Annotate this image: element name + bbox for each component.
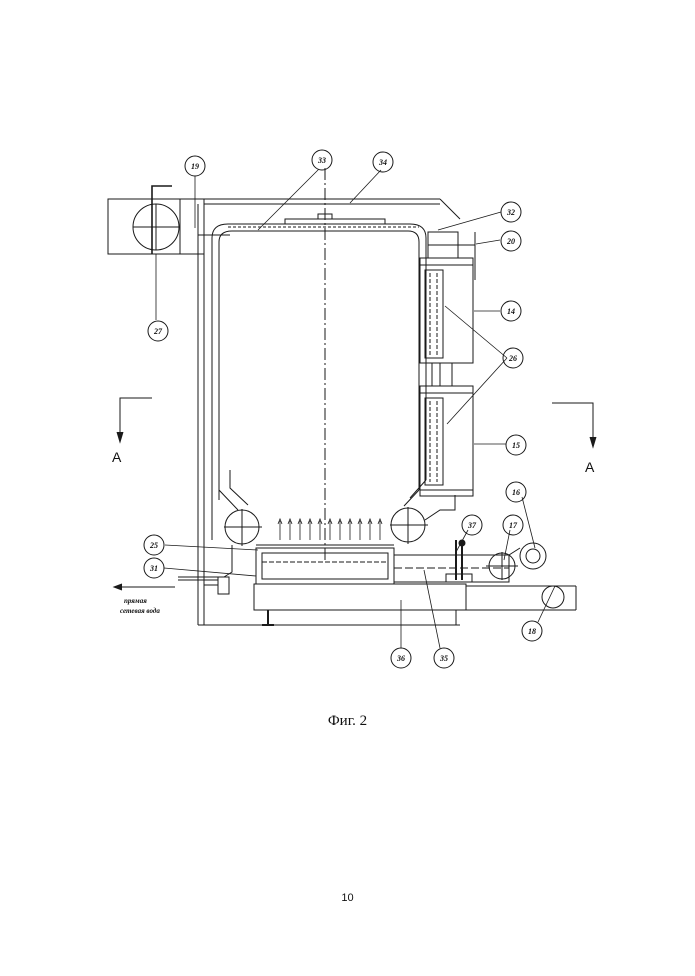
base-frame [253,583,577,626]
water-flow-arrow [112,583,175,591]
section-label-left: А [112,449,122,465]
svg-text:32: 32 [506,208,515,217]
callout-20: 20 [500,230,522,252]
callout-27: 27 [147,320,169,342]
callout-33: 33 [311,149,333,171]
svg-text:27: 27 [153,327,163,336]
callout-26: 26 [502,347,524,369]
callout-34: 34 [372,151,394,173]
svg-text:17: 17 [509,521,518,530]
svg-text:16: 16 [512,488,520,497]
section-mark-right [552,402,597,449]
figure-caption: Фиг. 2 [327,713,368,729]
callout-19: 19 [184,155,206,177]
svg-text:26: 26 [508,354,517,363]
section-label-right: А [585,459,595,475]
heat-exchanger-15 [419,385,474,497]
svg-text:19: 19 [191,162,199,171]
callout-35: 35 [433,647,455,669]
heat-exchanger-14 [419,257,474,364]
callout-37: 37 [461,514,483,536]
svg-text:20: 20 [506,237,515,246]
supply-water-pipe [178,545,233,595]
callout-25: 25 [143,534,165,556]
svg-text:34: 34 [378,158,387,167]
header-pipes [218,470,456,546]
section-mark-left [116,397,152,444]
callout-17: 17 [502,514,524,536]
callout-14: 14 [500,300,522,322]
callout-18: 18 [521,620,543,642]
air-duct [393,539,510,583]
flame-arrows [277,517,383,540]
svg-text:36: 36 [396,654,405,663]
callout-36: 36 [390,647,412,669]
svg-text:25: 25 [149,541,158,550]
module-links [427,231,476,386]
svg-text:35: 35 [439,654,448,663]
svg-text:14: 14 [507,307,515,316]
fan-27 [132,185,180,254]
svg-text:31: 31 [149,564,158,573]
furnace-chamber [211,168,427,560]
svg-text:15: 15 [512,441,520,450]
svg-text:18: 18 [528,627,536,636]
leader-lines [155,168,556,649]
water-note-line-2: сетевая вода [120,607,160,615]
fan-16-17 [486,542,547,580]
callout-31: 31 [143,557,165,579]
water-note-line-1: прямая [124,597,147,605]
svg-text:33: 33 [317,156,326,165]
callouts: 19 33 34 32 20 14 26 15 16 17 37 25 31 2… [143,149,543,669]
page-number: 10 [341,892,354,904]
svg-text:37: 37 [467,521,477,530]
callout-15: 15 [505,434,527,456]
outer-casing [197,204,460,626]
callout-32: 32 [500,201,522,223]
callout-16: 16 [505,481,527,503]
